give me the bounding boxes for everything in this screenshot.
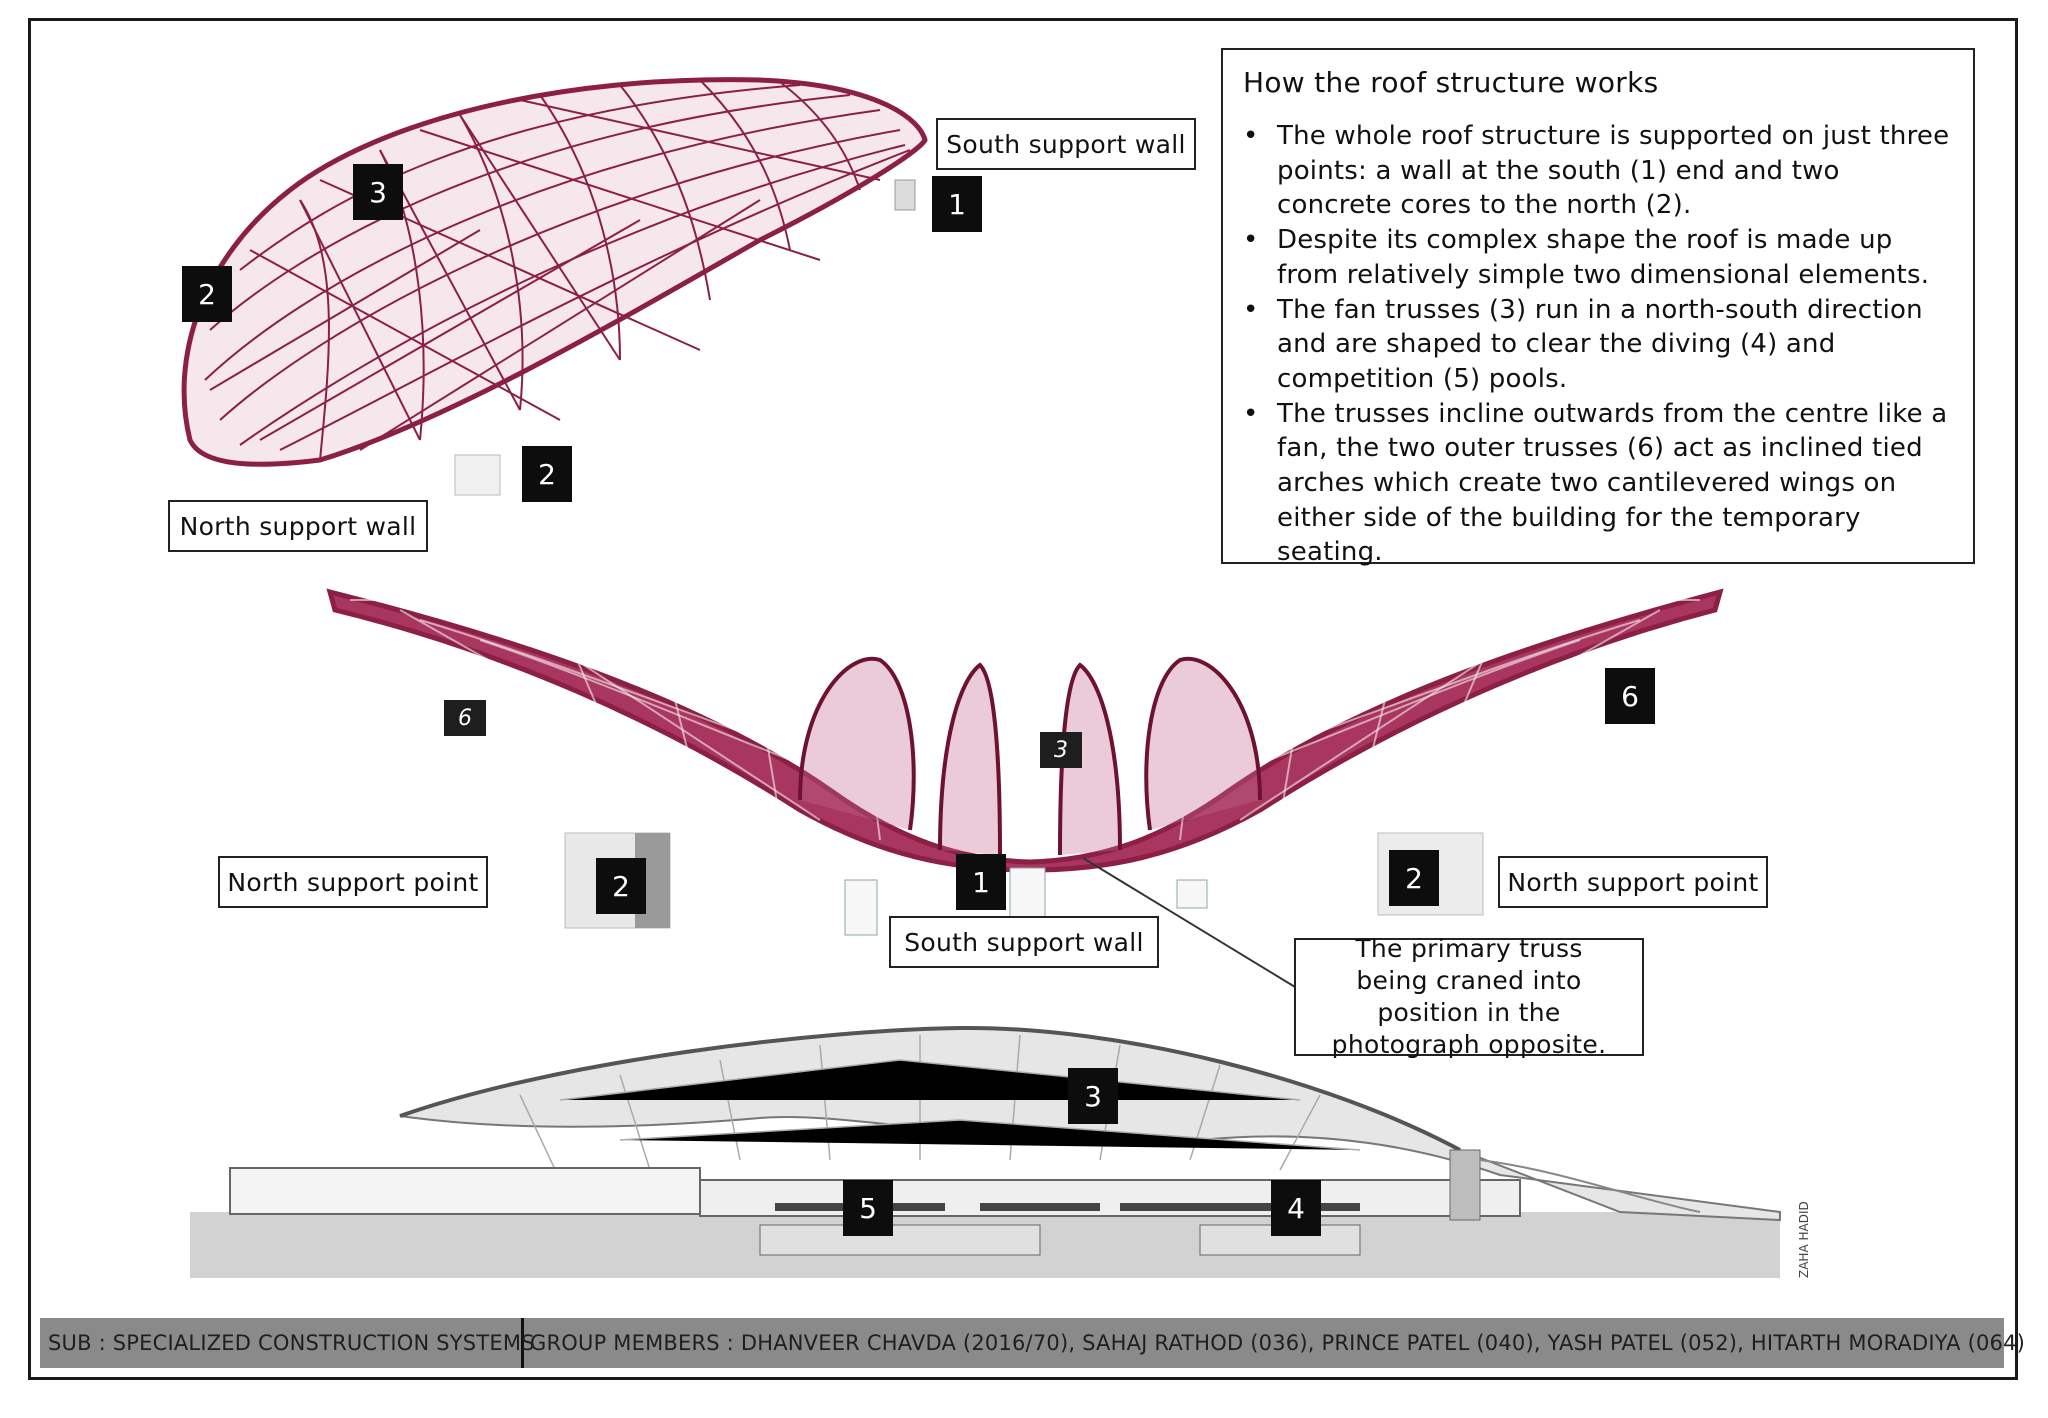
info-bullet: The trusses incline outwards from the ce… [1243,397,1953,571]
top-south-wall-label: South support wall [936,118,1196,170]
footer-bar: SUB : SPECIALIZED CONSTRUCTION SYSTEMS G… [40,1318,2025,1368]
info-bullet-list: The whole roof structure is supported on… [1243,119,1953,570]
marker-outer-truss-left: 6 [444,700,486,736]
marker-north-core-left: 2 [182,266,232,322]
footer-group-members: GROUP MEMBERS : DHANVEER CHAVDA (2016/70… [530,1331,2026,1355]
info-bullet: Despite its complex shape the roof is ma… [1243,223,1953,292]
marker-fan-truss-mid: 3 [1040,732,1082,768]
marker-diving-pool: 4 [1271,1180,1321,1236]
roof-elevation-truss [326,588,1724,873]
section-watermark: ZAHA HADID [1797,1201,1811,1278]
info-bullet: The fan trusses (3) run in a north-south… [1243,293,1953,397]
mid-south-wall-label: South support wall [889,916,1159,968]
page-frame [28,18,2018,1380]
marker-fan-truss-top: 3 [353,164,403,220]
craned-truss-callout: The primary truss being craned into posi… [1294,934,1644,1059]
marker-competition-pool: 5 [843,1180,893,1236]
info-panel-title: How the roof structure works [1243,66,1659,99]
marker-north-core-mid-left: 2 [596,858,646,914]
marker-south-wall-mid: 1 [956,854,1006,910]
north-core-support [454,454,501,496]
marker-south-wall: 1 [932,176,982,232]
mid-north-point-left-label: North support point [218,856,488,908]
building-section [190,1025,1781,1278]
top-north-wall-label: North support wall [168,500,428,552]
marker-north-core-mid-right: 2 [1389,850,1439,906]
marker-outer-truss-right: 6 [1605,668,1655,724]
footer-subject: SUB : SPECIALIZED CONSTRUCTION SYSTEMS [40,1318,534,1368]
marker-fan-truss-section: 3 [1068,1068,1118,1124]
roof-structure-info-panel: How the roof structure works The whole r… [1221,48,1975,567]
roof-plan-lattice [181,77,928,467]
south-wall-support [894,179,916,211]
mid-north-point-right-label: North support point [1498,856,1768,908]
info-bullet: The whole roof structure is supported on… [1243,119,1953,223]
callout-leader [1082,857,1301,991]
marker-north-core-bottom: 2 [522,446,572,502]
